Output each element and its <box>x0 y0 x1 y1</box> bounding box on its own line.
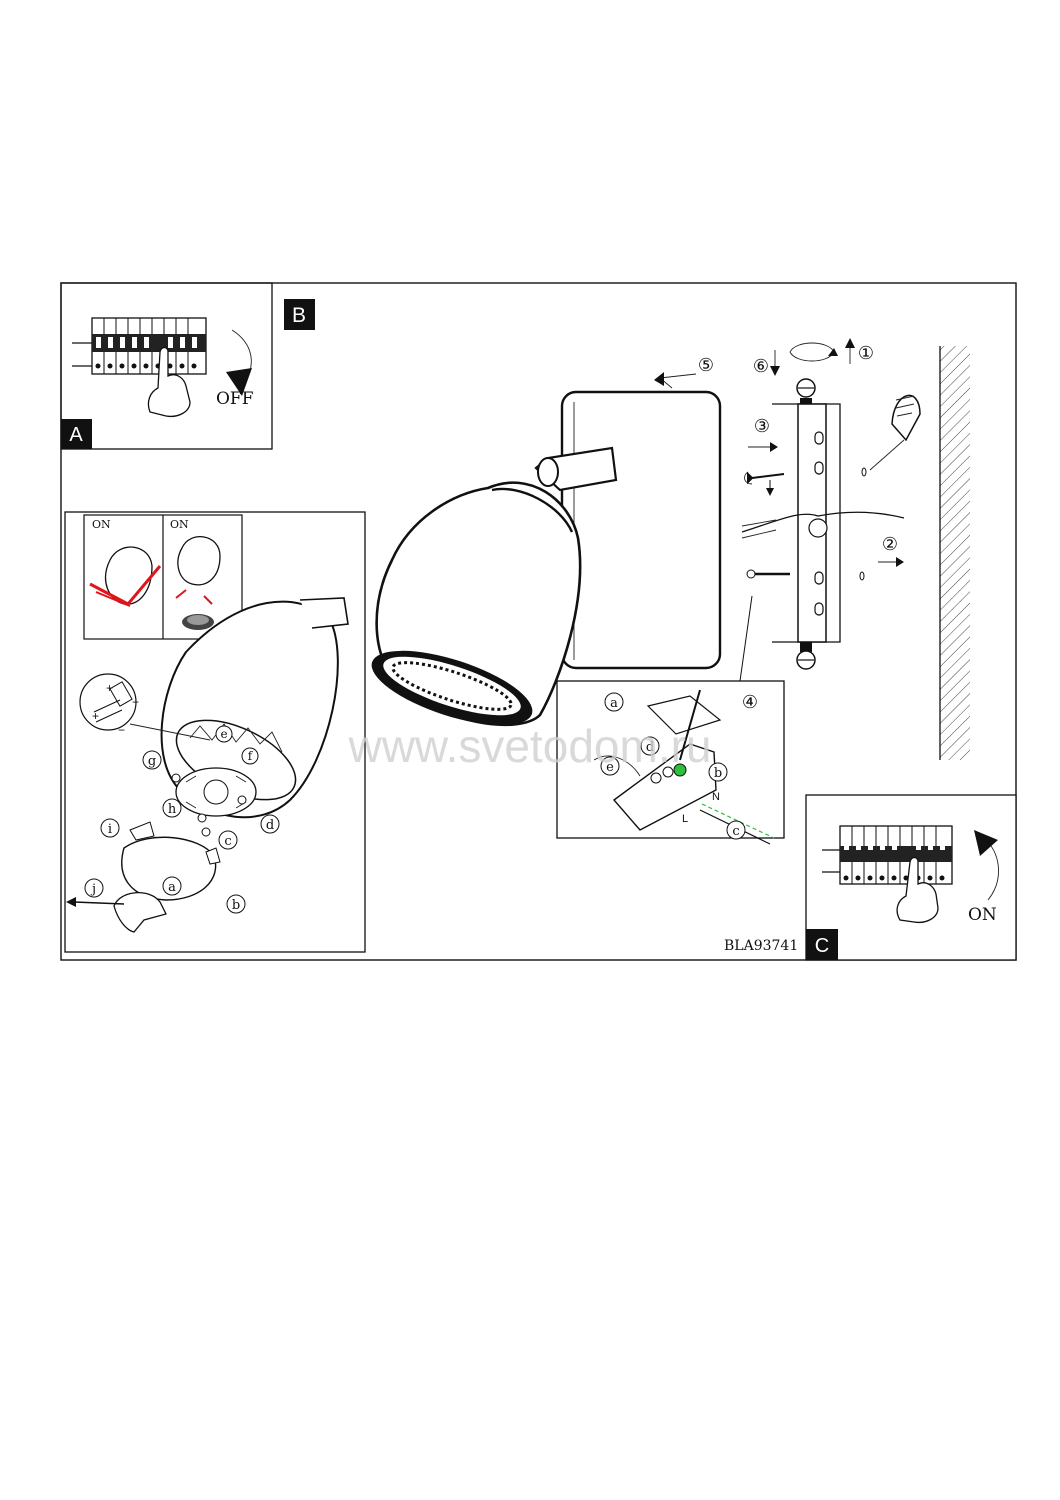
document-code: BLA93741 <box>724 938 798 954</box>
callout-d-inset: d <box>646 740 654 755</box>
panel-b-letter-box <box>284 299 315 330</box>
step-3-number: ③ <box>754 416 770 437</box>
rotate-arrow-icon <box>789 342 835 362</box>
breaker-box-on <box>839 825 953 885</box>
callout-i: i <box>108 822 112 837</box>
panel-a-letter-box <box>61 419 92 449</box>
panel-c-letter: C <box>815 935 829 957</box>
panel-c-state-label: ON <box>968 905 997 925</box>
callout-b-detail: b <box>232 898 240 913</box>
minus-1: − <box>132 695 139 709</box>
callout-h: h <box>168 802 177 817</box>
plus-1: + <box>106 681 113 695</box>
panel-a-state-label: OFF <box>216 389 254 409</box>
step-4-number: ④ <box>742 692 758 713</box>
panel-c-letter-box <box>806 929 838 960</box>
switch-on-arrow-icon <box>987 841 999 901</box>
plus-2: + <box>92 709 99 723</box>
hand-icon <box>147 346 191 418</box>
hand-icon-on <box>896 856 939 924</box>
breaker-box-off <box>72 317 207 375</box>
callout-j: j <box>90 882 96 897</box>
mains-cable <box>741 511 905 533</box>
panel-b-letter: B <box>292 304 306 327</box>
terminal-n-label: N <box>712 791 720 803</box>
callout-f-detail: f <box>248 749 254 763</box>
callout-a-detail: a <box>168 880 176 895</box>
callout-g: g <box>148 754 156 769</box>
step-6-number: ⑥ <box>753 356 769 377</box>
watermark-text: www.svetodom.ru <box>347 720 711 772</box>
callout-e-inset: e <box>606 760 614 775</box>
outer-frame <box>60 282 1017 961</box>
on-label-left: ON <box>92 518 111 531</box>
step-5-arrow-icon <box>658 373 697 389</box>
callout-e-detail: e <box>220 727 227 741</box>
callout-d-detail: d <box>266 818 274 833</box>
wall-hatching <box>940 346 970 760</box>
on-label-right: ON <box>170 518 189 531</box>
panel-a: OFF A <box>60 282 273 450</box>
mounting-bracket <box>772 378 841 670</box>
terminal-l-label: L <box>682 813 688 825</box>
panel-a-letter: A <box>69 424 83 446</box>
wall-plug-detail <box>859 394 921 581</box>
screw-icon <box>747 471 785 485</box>
callout-a-inset: a <box>610 696 618 711</box>
step-5-number: ⑤ <box>698 355 714 376</box>
wall-fixture-drawing <box>371 390 722 727</box>
callout-b-inset: b <box>714 766 722 781</box>
on-arrowhead-icon <box>974 830 998 856</box>
step-1-number: ① <box>858 343 874 364</box>
knob-icon <box>113 891 167 933</box>
off-arrowhead-icon <box>226 368 252 396</box>
callout-c-inset: c <box>732 824 739 839</box>
step-2-number: ② <box>882 534 898 555</box>
panel-c: ON C <box>805 794 1017 961</box>
callout-c-detail: c <box>224 834 231 849</box>
terminal-inset: ④ a e d b c L N <box>556 595 785 845</box>
mounting-plate-box <box>560 390 722 670</box>
lamp-detail-inset: ON ON + − + − i <box>64 511 366 953</box>
minus-2: − <box>118 723 125 737</box>
